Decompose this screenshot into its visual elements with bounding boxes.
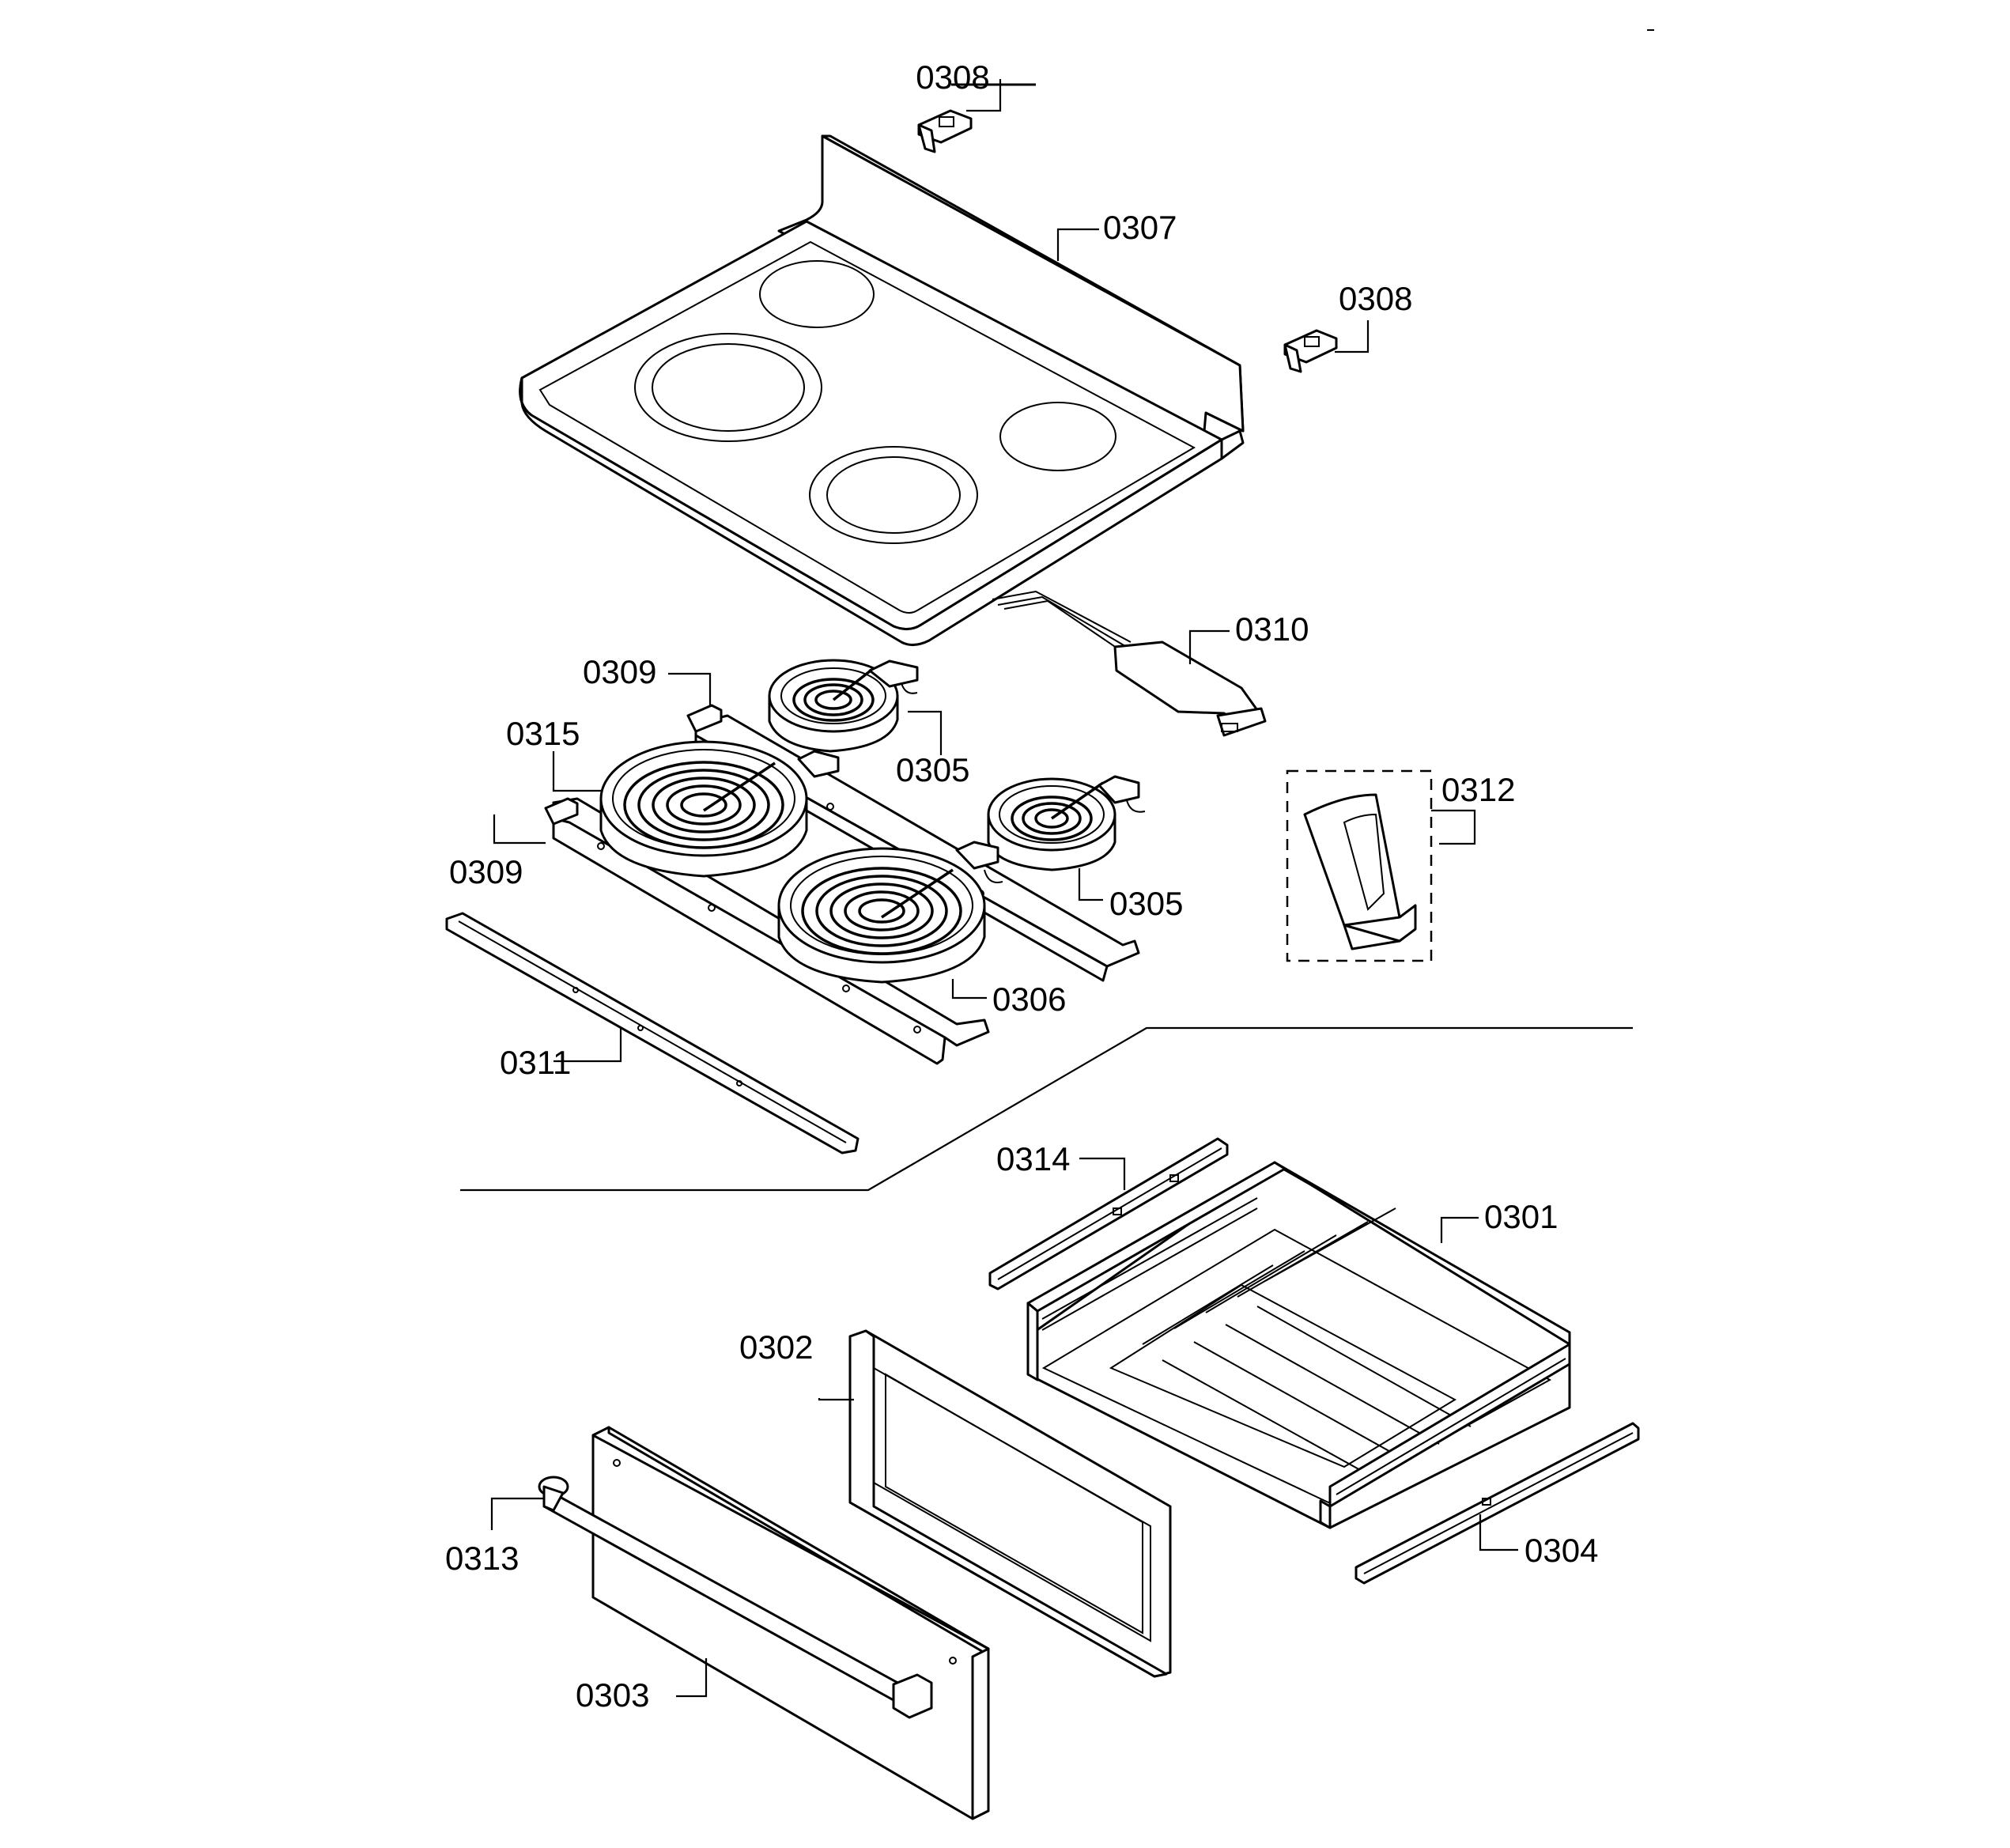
callout-0311: 0311 [500,1044,571,1081]
burner-bracket-front [544,797,579,826]
callout-0308-right: 0308 [1339,280,1412,317]
callout-0314: 0314 [996,1140,1070,1177]
callout-0304: 0304 [1525,1532,1598,1569]
drawer-slide-left [988,1137,1229,1291]
callout-0315: 0315 [506,715,580,752]
callout-0305-top: 0305 [896,751,969,788]
callout-0302: 0302 [739,1328,813,1366]
callout-0310: 0310 [1235,610,1309,648]
callout-0313: 0313 [445,1540,519,1577]
small-burner-right [987,775,1146,871]
drawer-slide-right [1354,1422,1640,1585]
control-knob-group [1286,769,1433,962]
callout-0309-bottom: 0309 [449,853,523,890]
callout-0305-right: 0305 [1109,885,1183,922]
cooktop-glass-top [519,134,1245,646]
bracket-top-left [917,109,973,153]
large-burner-right [777,841,1003,984]
bracket-top-right [1283,329,1338,373]
callout-0312: 0312 [1441,771,1515,808]
callout-0301: 0301 [1484,1198,1558,1235]
front-rail [445,912,860,1155]
drawer-body [1026,1161,1571,1529]
callout-0309-top: 0309 [583,653,656,690]
callout-0307: 0307 [1103,209,1177,246]
callout-labels: 0308 0307 0308 0310 0309 0315 0305 0312 … [445,59,1598,1714]
leader-lines [490,79,1518,1698]
wire-harness [992,590,1267,737]
callout-0306: 0306 [992,981,1066,1018]
callout-0303: 0303 [576,1676,649,1714]
drawer-handle [538,1476,933,1719]
burner-bracket-rear [686,704,723,733]
large-burner-left [599,740,840,878]
callout-0308-top: 0308 [916,59,989,96]
small-burner-rear [768,659,919,753]
section-divider [460,1026,1633,1192]
drawer-inner-frame [848,1329,1172,1678]
